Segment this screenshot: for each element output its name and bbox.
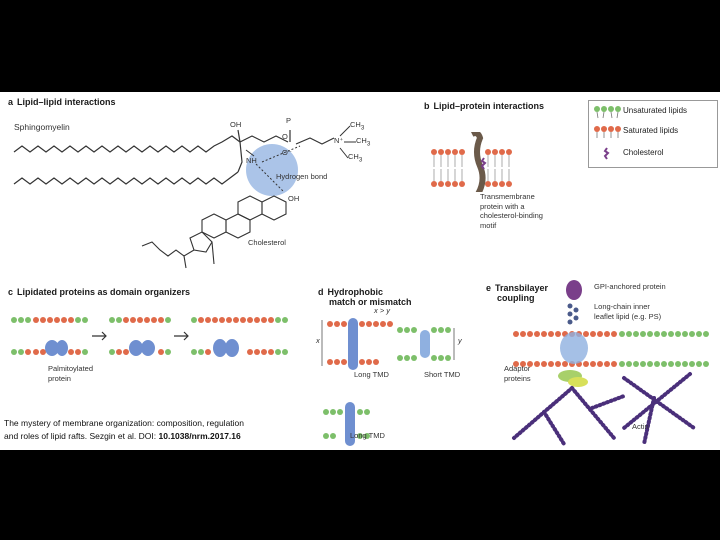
legend-cholesterol-label: Cholesterol <box>623 148 664 157</box>
oh-cholesterol-label: OH <box>288 194 300 203</box>
legend-saturated-label: Saturated lipids <box>623 126 679 135</box>
long-tmd-bottom <box>345 402 355 446</box>
o-minus-label: O⁻ <box>282 148 292 157</box>
short-tmd-label: Short TMD <box>424 370 461 379</box>
x-label: x <box>316 336 320 345</box>
panel-c-membranes <box>11 317 288 357</box>
membrane-segment-3 <box>191 317 288 357</box>
ch3-label-2: CH3 <box>356 136 371 148</box>
long-tmd-top <box>348 318 358 370</box>
nh-label: NH <box>246 156 257 165</box>
legend-unsaturated-label: Unsaturated lipids <box>623 106 688 115</box>
short-tmd <box>420 330 430 358</box>
transmembrane-protein <box>471 132 486 192</box>
actin-label: Actin <box>632 422 649 431</box>
ch3-label-3: CH3 <box>348 152 363 164</box>
long-tmd-top-label: Long TMD <box>354 370 389 379</box>
actin-filaments <box>512 372 696 446</box>
legend-cholesterol: Cholesterol <box>593 147 713 161</box>
sphingosine-chain <box>13 135 241 153</box>
unsaturated-lipid-icon <box>594 106 621 119</box>
oh-top-label: OH <box>230 120 242 129</box>
panel-e-membrane <box>512 280 709 446</box>
panel-a-structures <box>13 125 356 269</box>
saturated-lipid-icon <box>594 126 621 138</box>
panel-b-membrane <box>431 132 512 192</box>
cholesterol-label: Cholesterol <box>248 238 286 247</box>
x-greater-y-label: x > y <box>374 306 391 315</box>
legend-saturated: Saturated lipids <box>593 125 713 139</box>
membrane-segment-2 <box>109 317 171 356</box>
hydrogen-bond-highlight <box>246 144 298 196</box>
hydrogen-bond-label: Hydrogen bond <box>276 172 328 181</box>
long-tmd-bottom-label: Long TMD <box>350 431 385 440</box>
legend: Unsaturated lipids Saturated lipids Chol… <box>588 100 718 168</box>
gpi-label: GPI-anchored protein <box>594 282 666 291</box>
o-label: O <box>282 132 288 141</box>
ch3-label-1: CH3 <box>350 120 365 132</box>
y-label: y <box>458 336 462 345</box>
n-plus-label: N⁺ <box>334 136 344 145</box>
fatty-acyl-chain <box>13 171 239 185</box>
gpi-protein <box>566 280 582 300</box>
figure-caption: The mystery of membrane organization: co… <box>4 418 245 441</box>
sphingomyelin-label: Sphingomyelin <box>14 122 70 132</box>
panel-d-membranes <box>321 318 455 446</box>
p-label: P <box>286 116 292 125</box>
membrane-segment-1 <box>11 317 88 356</box>
cholesterol-icon <box>603 147 610 160</box>
cholesterol-structure <box>141 195 287 269</box>
doi-text: 10.1038/nrm.2017.16 <box>158 431 241 441</box>
legend-unsaturated: Unsaturated lipids <box>593 105 713 119</box>
